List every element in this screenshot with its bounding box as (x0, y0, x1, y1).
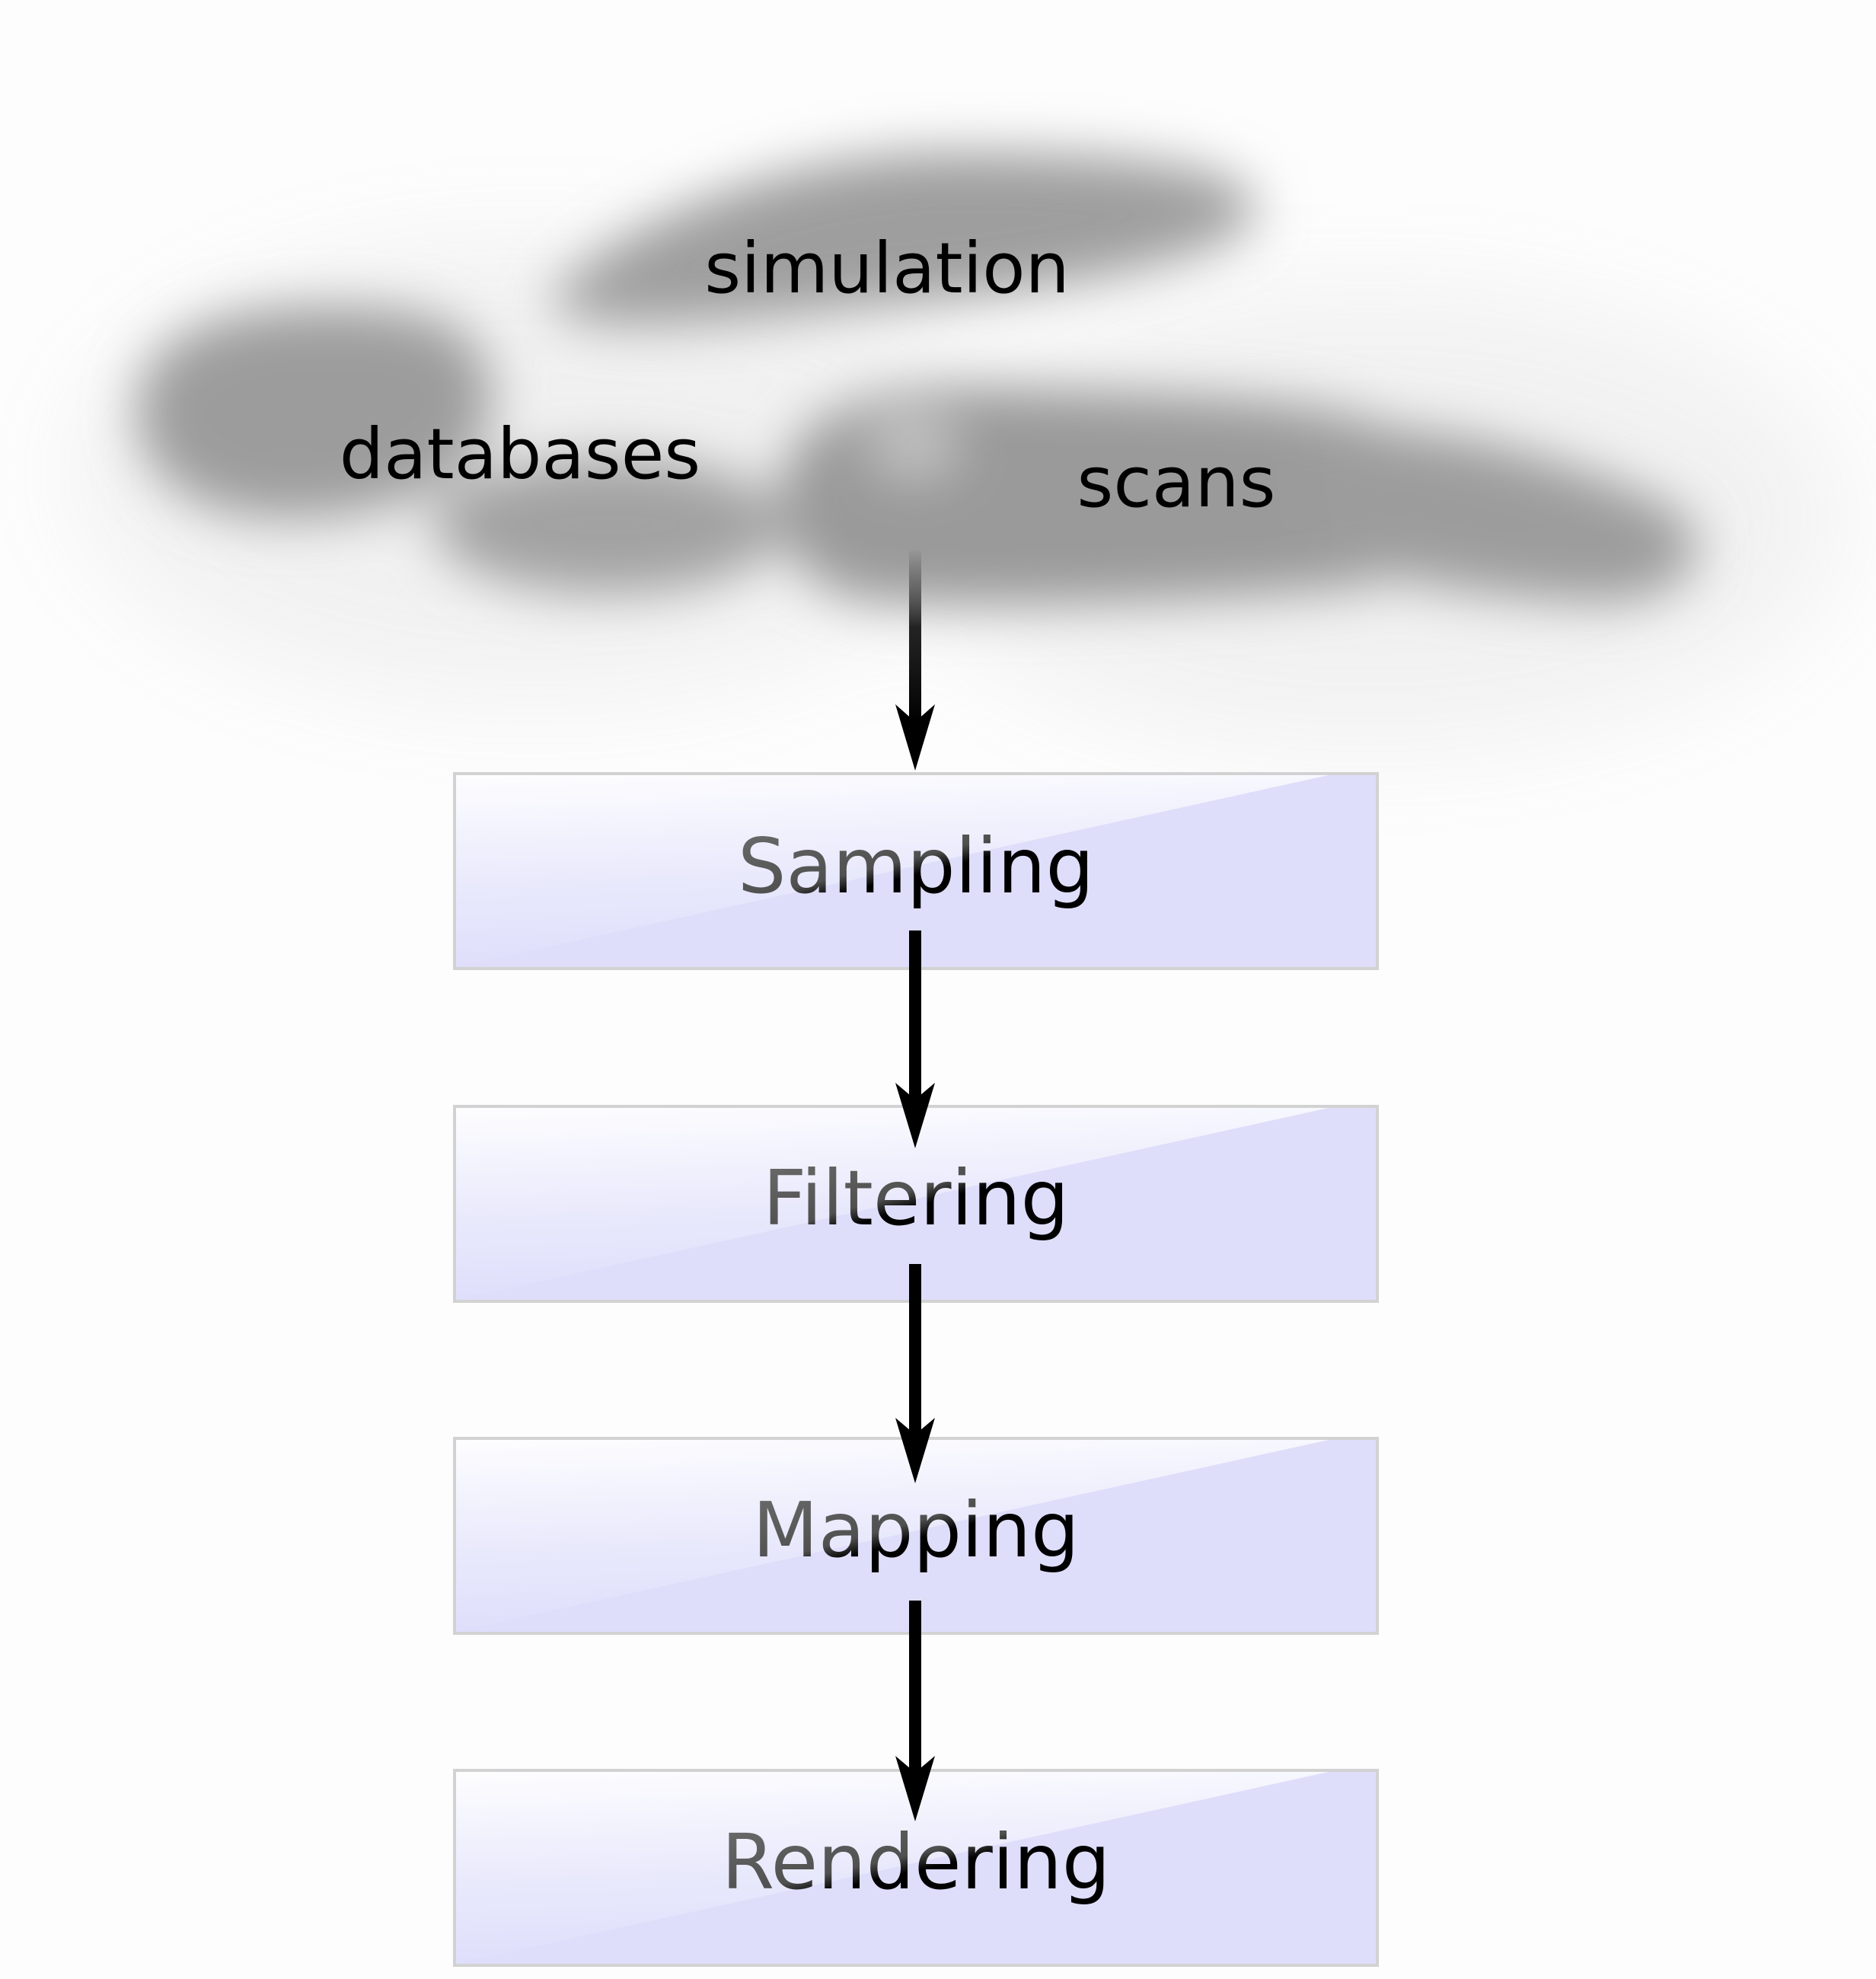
source-label-scans: scans (1077, 442, 1275, 523)
arrow-cloud-to-sampling (895, 548, 935, 771)
arrow-mapping-to-rendering (895, 1601, 935, 1821)
stage-box-rendering: Rendering (453, 1769, 1379, 1967)
arrow-filtering-to-mapping (895, 1264, 935, 1483)
stage-label-sampling: Sampling (738, 822, 1094, 911)
arrow-sampling-to-filtering (895, 930, 935, 1148)
stage-box-sampling: Sampling (453, 772, 1379, 970)
stage-label-mapping: Mapping (752, 1486, 1079, 1575)
stage-box-filtering: Filtering (453, 1105, 1379, 1303)
source-label-databases: databases (340, 413, 700, 495)
source-label-simulation: simulation (704, 228, 1070, 309)
data-cloud (76, 152, 1842, 746)
stage-label-filtering: Filtering (763, 1154, 1069, 1243)
stage-label-rendering: Rendering (722, 1818, 1111, 1907)
stage-box-mapping: Mapping (453, 1437, 1379, 1635)
